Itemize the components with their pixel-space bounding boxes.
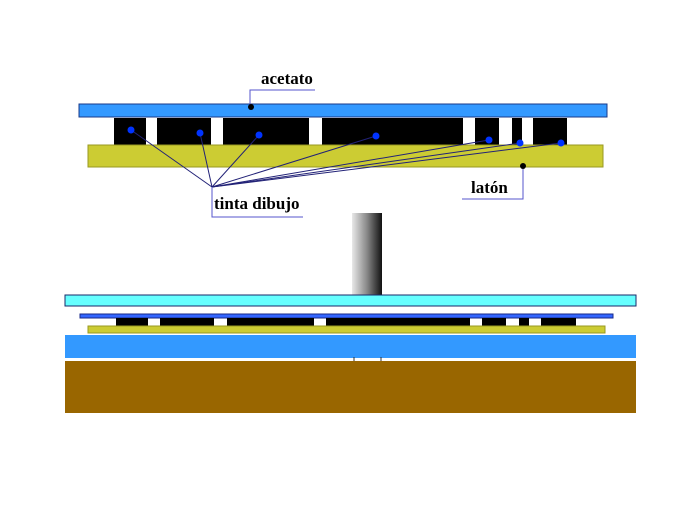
ink-block	[541, 318, 576, 327]
exploded-view: tinta dibujo acetato latón	[78, 69, 608, 218]
press-piston	[352, 213, 382, 295]
ink-pattern	[114, 118, 567, 145]
acetate-label: acetato	[261, 69, 313, 88]
ink-block	[160, 318, 214, 327]
ink-marker-dot	[485, 136, 493, 144]
brass-label: latón	[471, 178, 508, 197]
press-plate	[64, 294, 637, 307]
ink-block	[326, 318, 470, 327]
ink-block	[482, 318, 506, 327]
acetate-sheet	[78, 103, 608, 118]
ink-pattern-pressed	[116, 318, 576, 327]
ink-block	[512, 118, 522, 145]
ink-marker-dot	[557, 139, 565, 147]
press-assembly	[64, 213, 637, 413]
ink-marker-dot	[255, 131, 263, 139]
ink-label: tinta dibujo	[214, 194, 300, 213]
brass-plate-pressed	[87, 325, 606, 334]
acetate-sheet-pressed	[79, 313, 614, 319]
ink-markers	[127, 126, 565, 147]
ink-marker-dot	[196, 129, 204, 137]
ink-block	[322, 118, 463, 145]
acetate-marker-dot	[248, 104, 254, 110]
ink-marker-dot	[516, 139, 524, 147]
ink-leader-lines	[130, 129, 562, 218]
ink-block	[519, 318, 529, 327]
ink-block	[116, 318, 148, 327]
ink-marker-dot	[127, 126, 135, 134]
ink-marker-dot	[372, 132, 380, 140]
ink-block	[227, 318, 314, 327]
press-table	[65, 361, 636, 413]
ink-block	[223, 118, 309, 145]
base-pad	[65, 335, 636, 358]
acetate-leader	[249, 89, 315, 107]
brass-leader	[462, 166, 524, 200]
brass-plate	[87, 144, 604, 168]
brass-marker-dot	[520, 163, 526, 169]
